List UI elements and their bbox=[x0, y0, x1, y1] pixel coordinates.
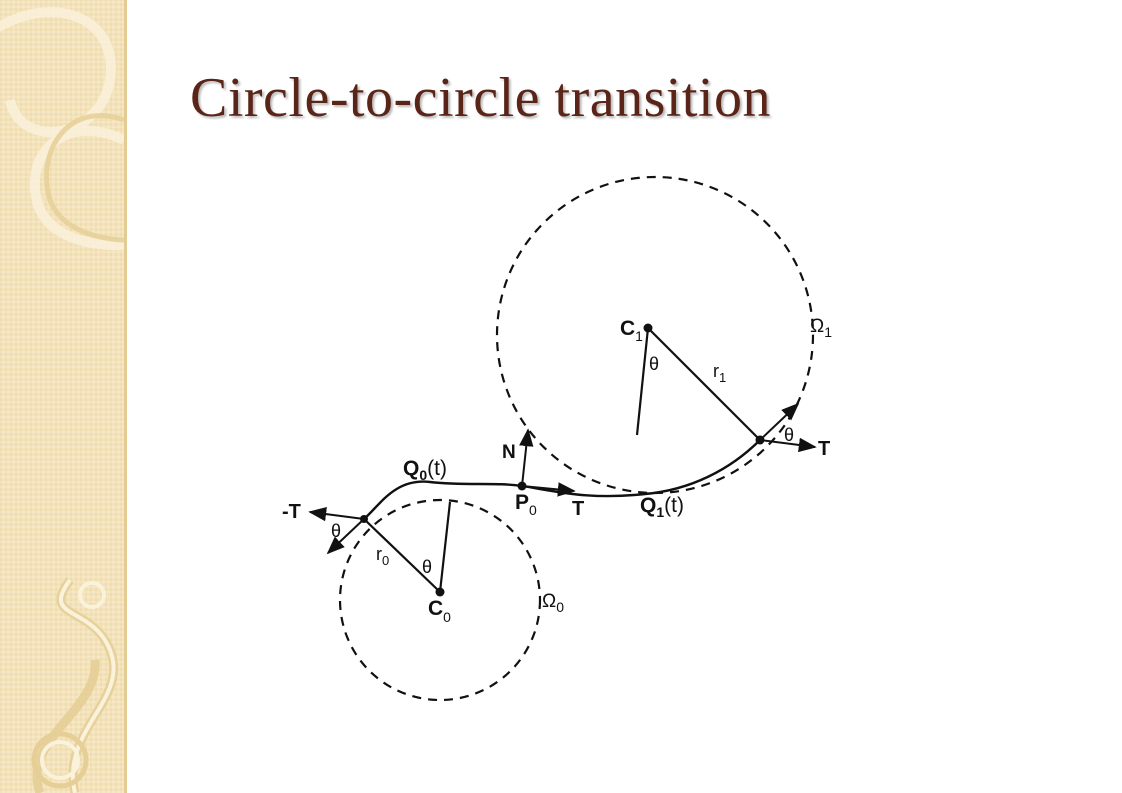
label-theta-c0: θ bbox=[422, 557, 432, 577]
label-n: N bbox=[502, 442, 516, 463]
radius-r0-line bbox=[363, 518, 441, 593]
radius-r1-line bbox=[647, 327, 761, 441]
label-t-mid: T bbox=[572, 498, 584, 520]
label-t-right: T bbox=[818, 438, 830, 460]
label-c0: C0 bbox=[428, 597, 451, 625]
label-p0: P0 bbox=[515, 491, 537, 518]
point-start bbox=[360, 515, 368, 523]
swirl-ornament-icon bbox=[0, 7, 124, 793]
tangent-right-arrow bbox=[759, 437, 817, 453]
point-c1 bbox=[643, 323, 653, 333]
label-omega1: Ω1 bbox=[810, 316, 832, 340]
label-r1: r1 bbox=[713, 361, 726, 385]
point-c0 bbox=[435, 587, 445, 597]
label-q1: Q1(t) bbox=[640, 494, 684, 520]
curve-end-arrow bbox=[759, 402, 800, 441]
point-p0 bbox=[517, 481, 527, 491]
label-t-left: -T bbox=[282, 501, 301, 523]
label-omega0: Ω0 bbox=[542, 591, 564, 615]
sidebar-divider bbox=[124, 0, 127, 793]
label-theta-c1: θ bbox=[649, 354, 659, 374]
slide-title: Circle-to-circle transition bbox=[190, 67, 772, 129]
theta-c1-line bbox=[635, 327, 650, 436]
label-theta-right: θ bbox=[784, 425, 794, 445]
tangent-minus-t-arrow bbox=[308, 506, 365, 522]
circle-omega0 bbox=[338, 498, 542, 702]
label-r0: r0 bbox=[376, 544, 389, 568]
label-q0: Q0(t) bbox=[403, 457, 447, 483]
label-theta-left: θ bbox=[331, 521, 341, 541]
normal-n-arrow bbox=[519, 428, 534, 487]
theta-c0-line bbox=[438, 501, 452, 593]
label-c1: C1 bbox=[620, 317, 643, 344]
point-end bbox=[755, 435, 765, 445]
curve-start-arrow bbox=[326, 518, 365, 555]
tangent-t-arrow bbox=[521, 482, 576, 497]
circle-transition-diagram: Q0(t) Q1(t) P0 C0 C1 N T T -T r0 r1 θ θ … bbox=[282, 175, 832, 702]
decorative-sidebar bbox=[0, 0, 124, 793]
